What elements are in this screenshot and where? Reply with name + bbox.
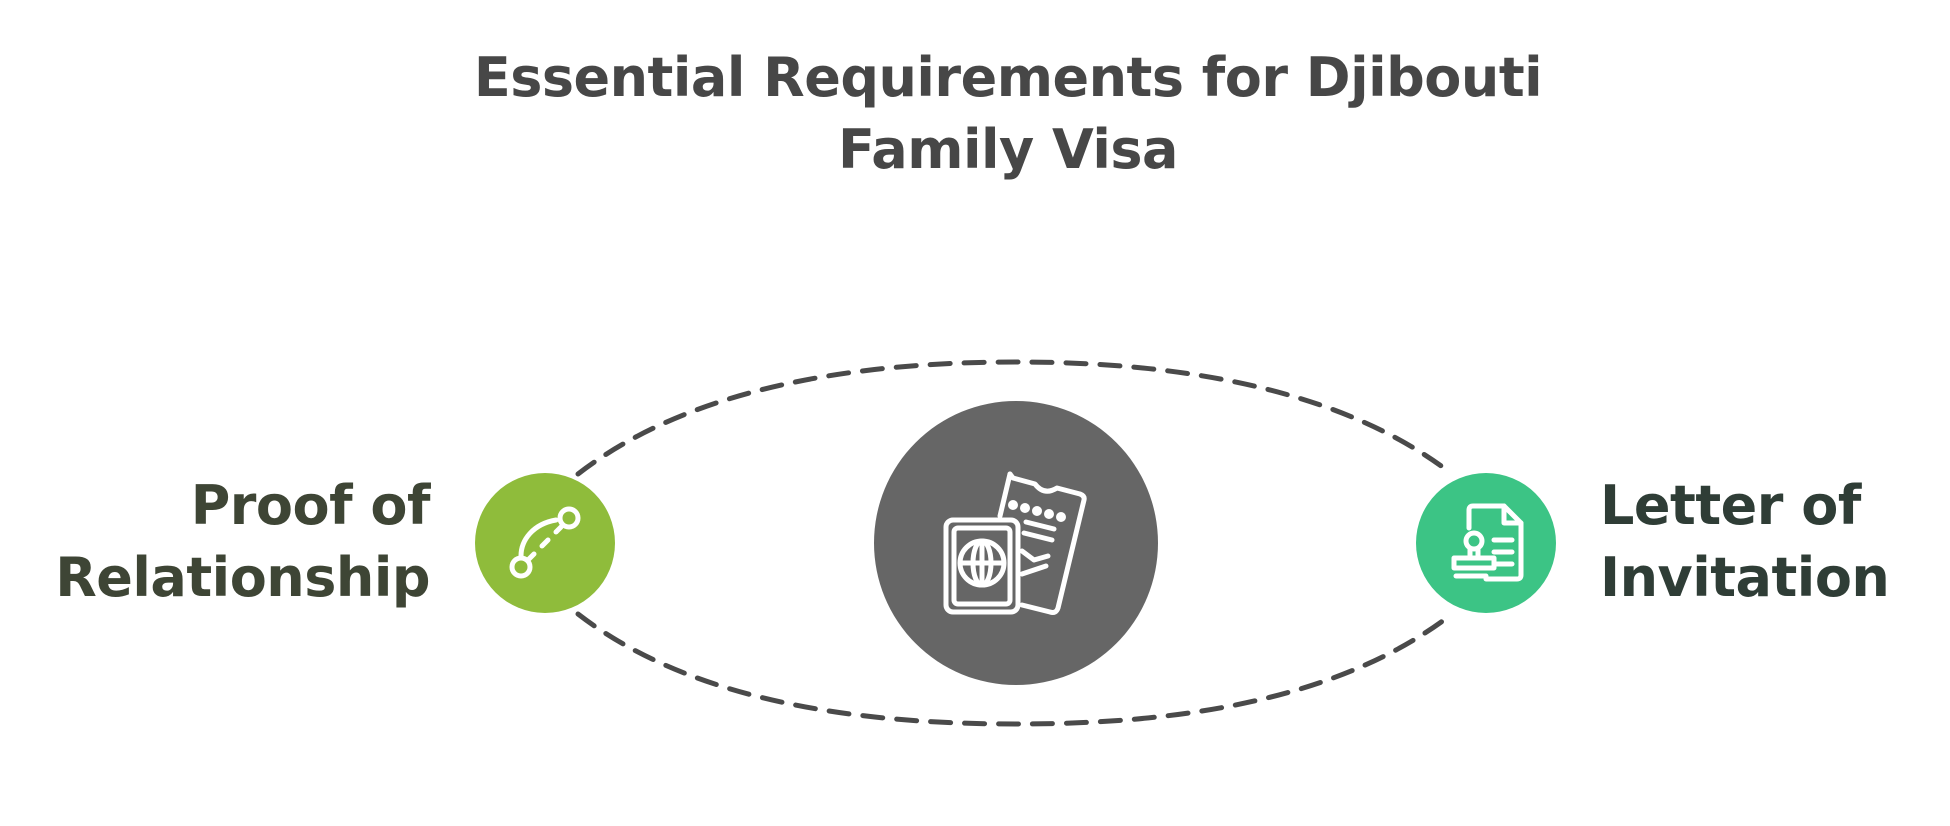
passport-ticket-icon bbox=[943, 471, 1087, 615]
node-proof-of-relationship bbox=[475, 473, 615, 613]
label-letter-of-invitation: Letter of Invitation bbox=[1600, 470, 1890, 614]
node-center-passport bbox=[874, 401, 1158, 685]
title-line-2: Family Visa bbox=[838, 118, 1178, 181]
dashed-ring-bottom bbox=[575, 611, 1455, 727]
title-line-1: Essential Requirements for Djibouti bbox=[473, 46, 1543, 109]
diagram-title: Essential Requirements for Djibouti Fami… bbox=[0, 42, 1950, 186]
route-path-icon bbox=[509, 506, 581, 579]
stamped-document-icon bbox=[1451, 503, 1524, 582]
label-right-line-2: Invitation bbox=[1600, 546, 1890, 609]
label-right-line-1: Letter of bbox=[1600, 474, 1861, 537]
dashed-ring-top bbox=[575, 359, 1455, 477]
label-left-line-2: Relationship bbox=[55, 546, 430, 609]
node-letter-of-invitation bbox=[1416, 473, 1556, 613]
node-circle-right bbox=[1416, 473, 1556, 613]
label-proof-of-relationship: Proof of Relationship bbox=[55, 470, 430, 614]
label-left-line-1: Proof of bbox=[190, 474, 431, 537]
